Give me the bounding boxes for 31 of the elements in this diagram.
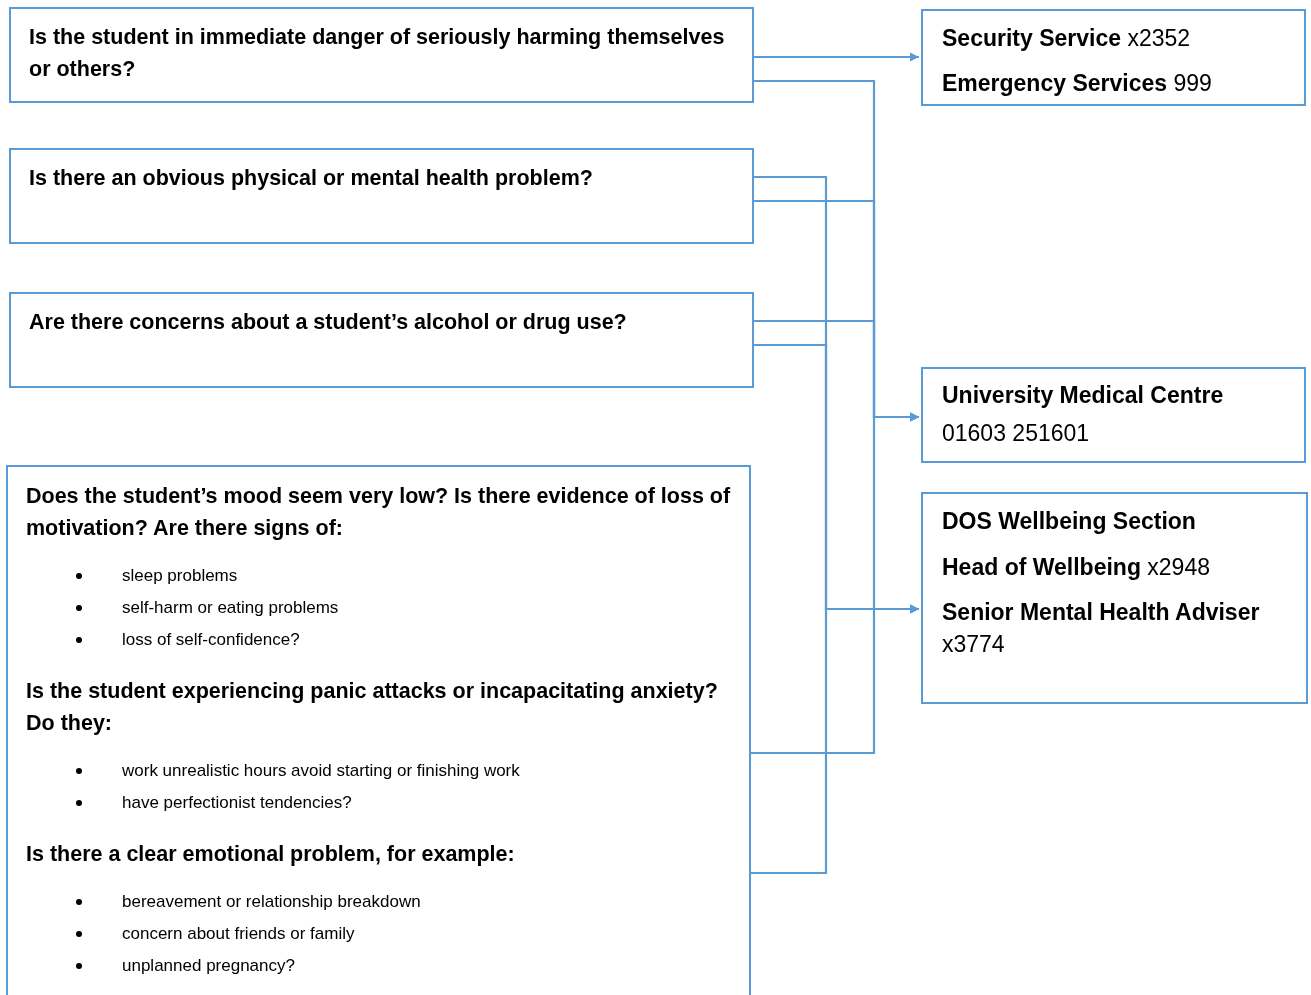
bullet-item-text: sleep problems <box>122 565 239 587</box>
question-box <box>9 7 754 103</box>
heading-text: Is there a clear emotional problem, for example: <box>26 841 516 868</box>
bullet-item-text: self-harm or eating problems <box>122 597 340 619</box>
bullet-item-text: unplanned pregnancy? <box>122 955 296 977</box>
connector-arrow <box>754 52 919 62</box>
bullet-item-text: have perfectionist tendencies? <box>122 792 353 814</box>
question-box <box>6 465 751 995</box>
heading-text: Is the student experiencing panic attacks or incapacitating anxiety? Do they: <box>26 678 719 737</box>
heading-text: Are there concerns about a student’s alcohol or drug use? <box>29 309 628 336</box>
heading-text: Does the student’s mood seem very low? Is there evidence of loss of motivation? Are there signs of: <box>26 483 732 542</box>
bullet-item-text: bereavement or relationship breakdown <box>122 891 422 913</box>
contact-box <box>921 367 1306 463</box>
connector-arrow <box>751 412 919 755</box>
contact-box <box>921 9 1306 106</box>
bullet-item-text: work unrealistic hours avoid starting or finishing work <box>122 760 521 782</box>
contact-text: Senior Mental Health Adviser x3774 <box>942 598 1261 659</box>
bullet-item-text: loss of self-confidence? <box>122 629 301 651</box>
contact-text: Head of Wellbeing x2948 <box>942 553 1211 582</box>
contact-text: Security Service x2352 <box>942 24 1192 53</box>
heading-text: University Medical Centre <box>942 381 1225 410</box>
heading-text: DOS Wellbeing Section <box>942 507 1197 536</box>
heading-text: Is there an obvious physical or mental health problem? <box>29 165 594 192</box>
contact-text: Emergency Services 999 <box>942 69 1213 98</box>
contact-box <box>921 492 1308 704</box>
question-box <box>9 148 754 244</box>
contact-text: 01603 251601 <box>942 419 1091 448</box>
connector-arrow <box>751 604 919 875</box>
bullet-item-text: concern about friends or family <box>122 923 356 945</box>
heading-text: Is the student in immediate danger of seriously harming themselves or others? <box>29 24 726 83</box>
question-box <box>9 292 754 388</box>
